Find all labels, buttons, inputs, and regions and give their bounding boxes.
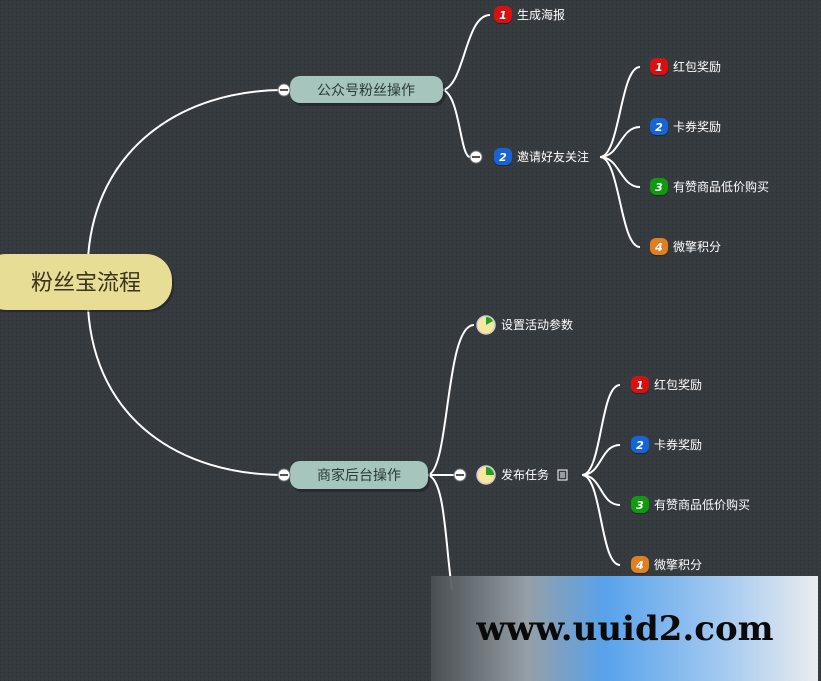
node-label: 卡券奖励 (654, 437, 702, 452)
badge-number: 4 (654, 241, 663, 254)
node-publish-task[interactable]: 发布任务 (476, 465, 568, 485)
reward-node[interactable]: 2 卡券奖励 (650, 118, 721, 136)
link (581, 384, 621, 476)
reward-node[interactable]: 4 微擎积分 (650, 238, 721, 256)
root-label: 粉丝宝流程 (31, 271, 141, 296)
priority-3-icon: 3 (650, 178, 668, 196)
link (427, 324, 475, 476)
priority-1-icon: 1 (650, 58, 668, 76)
node-label: 红包奖励 (654, 377, 702, 392)
priority-2-icon: 2 (494, 148, 512, 166)
link-root-branch2 (87, 307, 285, 476)
reward-node[interactable]: 3 有赞商品低价购买 (631, 496, 750, 514)
reward-node[interactable]: 1 红包奖励 (631, 376, 702, 394)
watermark: www.uuid2.com (431, 576, 818, 681)
link (427, 474, 453, 591)
node-label: 有赞商品低价购买 (673, 179, 769, 194)
link (442, 89, 471, 158)
node-label: 红包奖励 (673, 59, 721, 74)
progress-pie-icon (476, 465, 496, 485)
badge-number: 3 (636, 499, 644, 512)
collapse-button[interactable] (453, 468, 467, 482)
node-label: 微擎积分 (654, 557, 702, 572)
priority-4-icon: 4 (631, 556, 649, 574)
link (599, 156, 641, 248)
node-label: 生成海报 (517, 7, 565, 22)
collapse-button[interactable] (277, 468, 291, 482)
badge-number: 3 (655, 181, 663, 194)
badge-number: 2 (636, 439, 644, 452)
node-label: 发布任务 (501, 467, 549, 482)
reward-node[interactable]: 2 卡券奖励 (631, 436, 702, 454)
priority-4-icon: 4 (650, 238, 668, 256)
node-invite-friends[interactable]: 2 邀请好友关注 (494, 148, 589, 166)
branch-node-2[interactable]: 商家后台操作 (290, 461, 430, 492)
branch-label: 商家后台操作 (317, 467, 401, 484)
reward-node[interactable]: 4 微擎积分 (631, 556, 702, 574)
link (599, 66, 641, 158)
link (581, 444, 621, 476)
node-set-params[interactable]: 设置活动参数 (476, 315, 573, 335)
link (581, 474, 621, 566)
badge-number: 1 (499, 9, 507, 22)
priority-3-icon: 3 (631, 496, 649, 514)
node-label: 设置活动参数 (501, 317, 573, 332)
progress-pie-icon (476, 315, 496, 335)
collapse-button[interactable] (277, 83, 291, 97)
node-label: 微擎积分 (673, 239, 721, 254)
link (599, 156, 641, 188)
badge-number: 1 (655, 61, 663, 74)
root-node[interactable]: 粉丝宝流程 (0, 254, 174, 312)
node-label: 有赞商品低价购买 (654, 497, 750, 512)
node-generate-poster[interactable]: 1 生成海报 (494, 6, 565, 24)
priority-2-icon: 2 (631, 436, 649, 454)
node-label: 邀请好友关注 (517, 149, 589, 164)
priority-1-icon: 1 (494, 6, 512, 24)
badge-number: 2 (655, 121, 663, 134)
badge-number: 1 (636, 379, 644, 392)
badge-number: 4 (635, 559, 644, 572)
branch-label: 公众号粉丝操作 (317, 83, 415, 99)
node-label: 卡券奖励 (673, 119, 721, 134)
link (599, 126, 641, 158)
reward-node[interactable]: 1 红包奖励 (650, 58, 721, 76)
note-icon[interactable] (557, 469, 568, 481)
badge-number: 2 (499, 151, 507, 164)
reward-node[interactable]: 3 有赞商品低价购买 (650, 178, 769, 196)
link (442, 14, 491, 91)
branch-node-1[interactable]: 公众号粉丝操作 (290, 76, 445, 106)
link-root-branch1 (87, 89, 285, 259)
priority-1-icon: 1 (631, 376, 649, 394)
collapse-button[interactable] (469, 150, 483, 164)
watermark-text: www.uuid2.com (475, 609, 773, 649)
priority-2-icon: 2 (650, 118, 668, 136)
